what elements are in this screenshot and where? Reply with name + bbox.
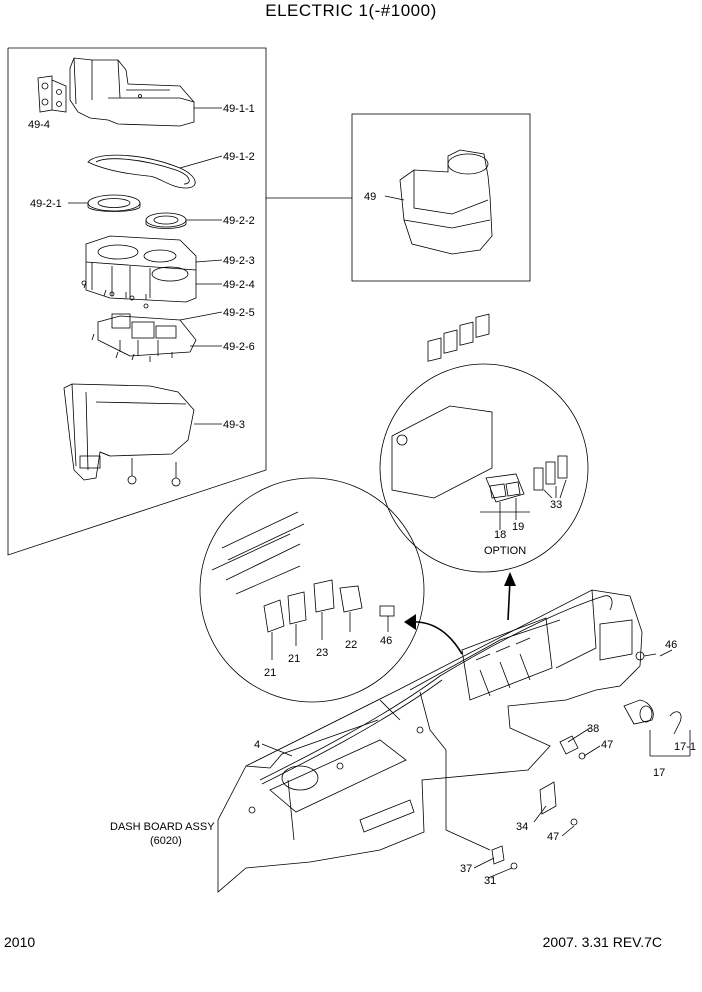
leader-lines-left: [68, 107, 223, 425]
part-49-2-5-pcb: [91, 313, 197, 362]
part-49-2-3-gauge-panel: [81, 235, 197, 309]
dashboard-assy-label: DASH BOARD ASSY: [110, 821, 215, 833]
callout-4: 4: [254, 739, 260, 751]
callout-49-1-2: 49-1-2: [223, 151, 255, 163]
exploded-view-frame: [7, 47, 352, 556]
callout-option: OPTION: [484, 545, 526, 557]
callout-49-1-1: 49-1-1: [223, 103, 255, 115]
callout-49-4: 49-4: [28, 119, 50, 131]
callout-23: 23: [316, 647, 328, 659]
footer-revision: 2007. 3.31 REV.7C: [542, 934, 662, 950]
callout-49-2-1: 49-2-1: [30, 198, 62, 210]
part-49-2-1-ring: [87, 194, 141, 212]
assembly-49-box: [351, 113, 531, 282]
arrowheads: [404, 572, 516, 630]
callout-31: 31: [484, 875, 496, 887]
page-title: ELECTRIC 1(-#1000): [265, 1, 437, 20]
part-49-2-2-ring: [145, 212, 187, 229]
callout-19: 19: [512, 521, 524, 533]
relay-detail: [199, 477, 425, 703]
part-49-4-bracket: [37, 75, 67, 113]
dashboard-assy-code: (6020): [150, 835, 182, 847]
callout-22: 22: [345, 639, 357, 651]
callout-49-2-5: 49-2-5: [223, 307, 255, 319]
callout-21-b: 21: [288, 653, 300, 665]
callout-49-3: 49-3: [223, 419, 245, 431]
part-49-3-lower-cover: [63, 383, 195, 487]
part-49-1-1-upper-cover: [69, 57, 195, 127]
callout-33: 33: [550, 499, 562, 511]
callout-46-a: 46: [380, 635, 392, 647]
callout-34: 34: [516, 821, 528, 833]
callout-labels: 49-4 49-1-1 49-1-2 49-2-1 49-2-2 49-2-3 …: [28, 103, 696, 887]
option-switch-detail: [379, 313, 589, 573]
callout-49-2-6: 49-2-6: [223, 341, 255, 353]
callout-49-2-2: 49-2-2: [223, 215, 255, 227]
callout-46-b: 46: [665, 639, 677, 651]
callout-49-2-4: 49-2-4: [223, 279, 255, 291]
callout-47-b: 47: [547, 831, 559, 843]
callout-17-1: 17-1: [674, 741, 696, 753]
callout-18: 18: [494, 529, 506, 541]
callout-49: 49: [364, 191, 376, 203]
callout-38: 38: [587, 723, 599, 735]
part-49-1-2-gasket: [87, 154, 196, 189]
callout-49-2-3: 49-2-3: [223, 255, 255, 267]
callout-17: 17: [653, 767, 665, 779]
callout-37: 37: [460, 863, 472, 875]
dashboard-assembly: [217, 589, 691, 893]
callout-47-a: 47: [601, 739, 613, 751]
footer-page-number: 2010: [4, 934, 36, 950]
callout-21-a: 21: [264, 667, 276, 679]
